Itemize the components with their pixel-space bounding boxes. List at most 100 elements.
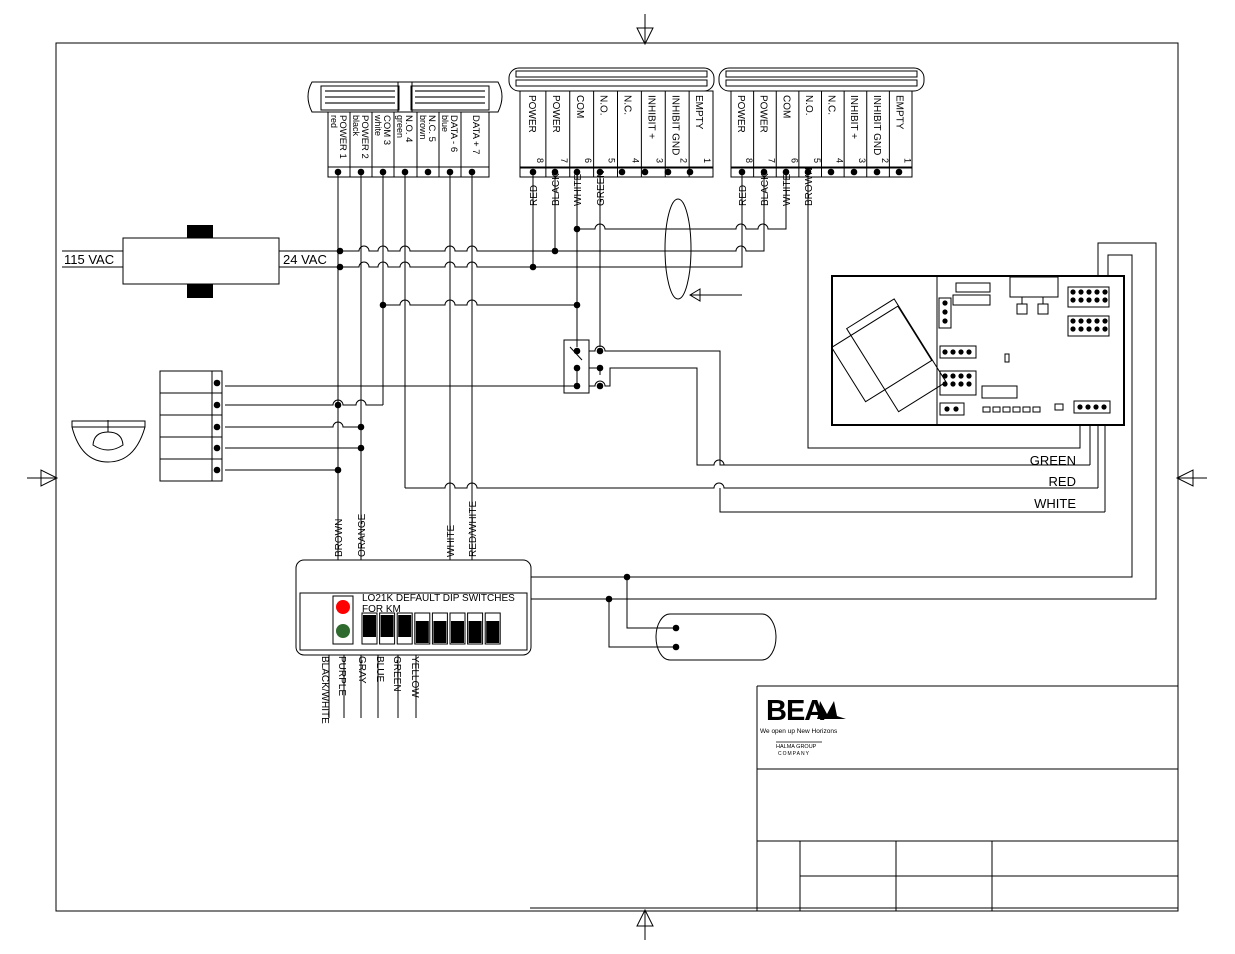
junction-dot	[573, 364, 581, 372]
dip-switch-lever	[415, 621, 429, 643]
board-led	[992, 406, 1001, 413]
bea-logo: BEA We open up New Horizons HALMA GROUP …	[760, 695, 846, 757]
junction-dot	[401, 168, 409, 176]
controller-wire-label: WHITE	[1034, 496, 1076, 511]
connector_mid-pin: 7	[559, 158, 569, 163]
connector_mid-pin: 4	[631, 158, 641, 163]
board-pin	[942, 349, 948, 355]
connector_mid-pin: 1	[702, 158, 712, 163]
input-voltage-label: 115 VAC	[64, 252, 114, 267]
junction-dot	[529, 263, 537, 271]
board-pin	[966, 381, 972, 387]
dip-switch-title: LO21K DEFAULT DIP SWITCHES	[362, 593, 515, 604]
bea-tagline: We open up New Horizons	[760, 728, 838, 735]
connector_right-pin: 1	[902, 158, 912, 163]
controller-wire-label: RED	[1049, 474, 1076, 489]
board-pin	[1078, 326, 1084, 332]
junction-dot	[468, 168, 476, 176]
connector_mid-pin: 5	[607, 158, 617, 163]
connector_right-pin: 2	[880, 158, 890, 163]
board-pin	[1070, 318, 1076, 324]
board-pin	[953, 406, 959, 412]
connector_right-label: POWER	[758, 95, 769, 133]
bea-wordmark: BEA	[766, 695, 825, 727]
dip-switch	[414, 612, 431, 645]
junction-dot	[529, 168, 537, 176]
connector_mid-label: POWER	[550, 95, 561, 133]
dip-switch-lever	[451, 621, 464, 643]
left-terminal-label: DATA + 7	[470, 115, 481, 155]
board-pin	[1078, 289, 1084, 295]
connector_right-label: COM	[780, 95, 791, 118]
cable-bundle	[664, 198, 742, 302]
connector_right-label: POWER	[735, 95, 746, 133]
junction-dot	[213, 379, 221, 387]
junction-dot	[641, 168, 649, 176]
lo21k-bottom-wire-label: YELLOW	[409, 656, 420, 698]
board-pin	[1086, 297, 1092, 303]
left-terminal-label: N.C. 5	[426, 115, 437, 142]
board-pin	[1086, 318, 1092, 324]
junction-dot	[379, 301, 387, 309]
title-block	[530, 685, 1178, 912]
board-pin	[1102, 318, 1108, 324]
board-pin	[944, 406, 950, 412]
centering-marks	[27, 14, 1207, 940]
board-pin	[950, 373, 956, 379]
junction-dot	[895, 168, 903, 176]
board-pin	[1094, 289, 1100, 295]
connector_mid-label: N.O.	[598, 95, 609, 116]
junction-dot	[873, 168, 881, 176]
junction-dot	[686, 168, 694, 176]
lo21k-bottom-wire-label: GRAY	[356, 656, 367, 684]
lo21k-bottom-wire-label: BLUE	[374, 656, 385, 682]
board-pin	[1102, 297, 1108, 303]
dip-switch	[449, 612, 466, 645]
left-terminal-label: POWER 2	[359, 115, 370, 159]
board-pin	[1070, 297, 1076, 303]
board-pin	[1086, 289, 1092, 295]
junction-dot	[213, 444, 221, 452]
lo21k-top-wire-label: BROWN	[334, 519, 345, 557]
board-pin	[950, 349, 956, 355]
connector_mid-pin: 3	[654, 158, 664, 163]
connector_right-label: INHIBIT +	[848, 95, 859, 139]
dip-switch-lever	[380, 615, 394, 637]
board-led	[1032, 406, 1041, 413]
right-wire-label: BROWN	[804, 168, 815, 206]
junction-dot	[672, 643, 680, 651]
board-pin	[1094, 326, 1100, 332]
connector_right-pin: 6	[789, 158, 799, 163]
junction-dot	[623, 573, 631, 581]
mid-wire-label: GREEN	[596, 170, 607, 206]
board-pin	[966, 373, 972, 379]
board-pin	[942, 373, 948, 379]
left-terminal-label: N.O. 4	[403, 115, 414, 142]
connector_mid-label: INHIBIT GND	[669, 95, 680, 155]
junction-dot	[334, 466, 342, 474]
green-indicator-lamp	[336, 624, 350, 638]
output-voltage-label: 24 VAC	[283, 252, 327, 267]
board-pin	[966, 349, 972, 355]
dip-switch-lever	[398, 615, 412, 637]
motor-cylinder	[655, 613, 777, 661]
board-pin	[942, 309, 948, 315]
connector_right-label: INHIBIT GND	[871, 95, 882, 155]
junction-dot	[573, 382, 581, 390]
dip-switch-bank	[361, 612, 501, 645]
board-led	[1022, 406, 1031, 413]
left-terminal-label: POWER 1	[337, 115, 348, 159]
right-wire-label: WHITE	[782, 173, 793, 206]
junction-dot	[782, 168, 790, 176]
mid-wire-label: BLACK	[551, 173, 562, 206]
board-pin	[1093, 404, 1099, 410]
junction-dot	[573, 347, 581, 355]
junction-dot	[672, 624, 680, 632]
junction-dot	[213, 401, 221, 409]
junction-dot	[664, 168, 672, 176]
connector_right-pin: 4	[835, 158, 845, 163]
